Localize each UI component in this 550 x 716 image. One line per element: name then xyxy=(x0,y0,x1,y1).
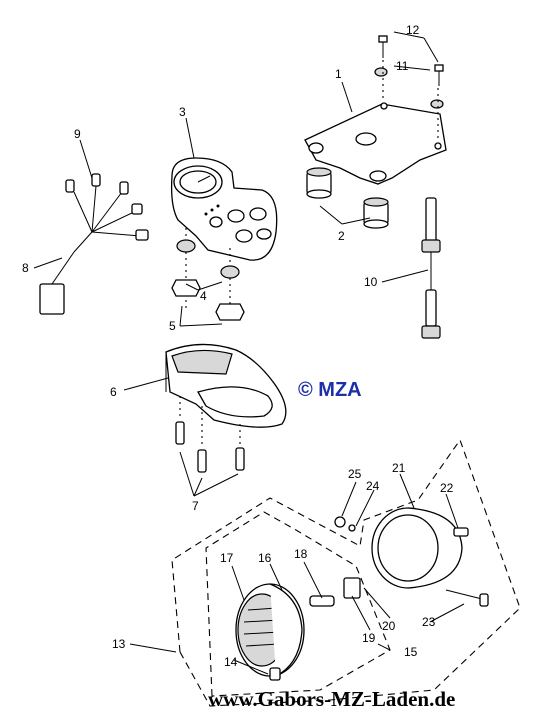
callout-23: 23 xyxy=(422,615,436,629)
mounting-plate xyxy=(304,102,447,185)
callout-4: 4 xyxy=(200,289,207,303)
callout-7: 7 xyxy=(192,499,199,513)
speedometer-cable xyxy=(421,197,441,339)
headlight-housing xyxy=(371,507,463,589)
group-outline-13 xyxy=(171,438,521,707)
callout-18: 18 xyxy=(294,547,308,561)
nuts-and-washers xyxy=(171,228,245,321)
headlight-insert xyxy=(235,583,305,677)
callout-10: 10 xyxy=(364,275,378,289)
callout-labels: 1 2 3 4 5 6 7 8 9 10 11 12 13 14 15 16 1… xyxy=(22,23,454,669)
wiring-harness xyxy=(39,173,149,315)
bulb-and-holder xyxy=(309,516,361,607)
rubber-bushes xyxy=(306,167,389,229)
callout-1: 1 xyxy=(335,67,342,81)
callout-15: 15 xyxy=(404,645,418,659)
callout-12: 12 xyxy=(406,23,420,37)
callout-9: 9 xyxy=(74,127,81,141)
callout-21: 21 xyxy=(392,461,406,475)
callout-22: 22 xyxy=(440,481,454,495)
callout-2: 2 xyxy=(338,229,345,243)
leader-lines xyxy=(33,31,465,675)
callout-16: 16 xyxy=(258,551,272,565)
callout-19: 19 xyxy=(362,631,376,645)
callout-14: 14 xyxy=(224,655,238,669)
callout-17: 17 xyxy=(220,551,234,565)
callout-20: 20 xyxy=(382,619,396,633)
callout-24: 24 xyxy=(366,479,380,493)
callout-13: 13 xyxy=(112,637,126,651)
callout-5: 5 xyxy=(169,319,176,333)
cover-screws xyxy=(175,396,245,473)
screws-and-washers xyxy=(374,35,444,140)
callout-8: 8 xyxy=(22,261,29,275)
group-outline-15 xyxy=(205,511,391,697)
instrument-cluster xyxy=(170,157,278,261)
cluster-cover xyxy=(165,343,287,428)
callout-25: 25 xyxy=(348,467,362,481)
callout-3: 3 xyxy=(179,105,186,119)
copyright-watermark: © MZA xyxy=(298,379,362,401)
callout-11: 11 xyxy=(396,59,409,73)
housing-screws xyxy=(269,527,489,681)
callout-6: 6 xyxy=(110,385,117,399)
footer-website: www.Gabors-MZ-Laden.de xyxy=(208,687,455,711)
